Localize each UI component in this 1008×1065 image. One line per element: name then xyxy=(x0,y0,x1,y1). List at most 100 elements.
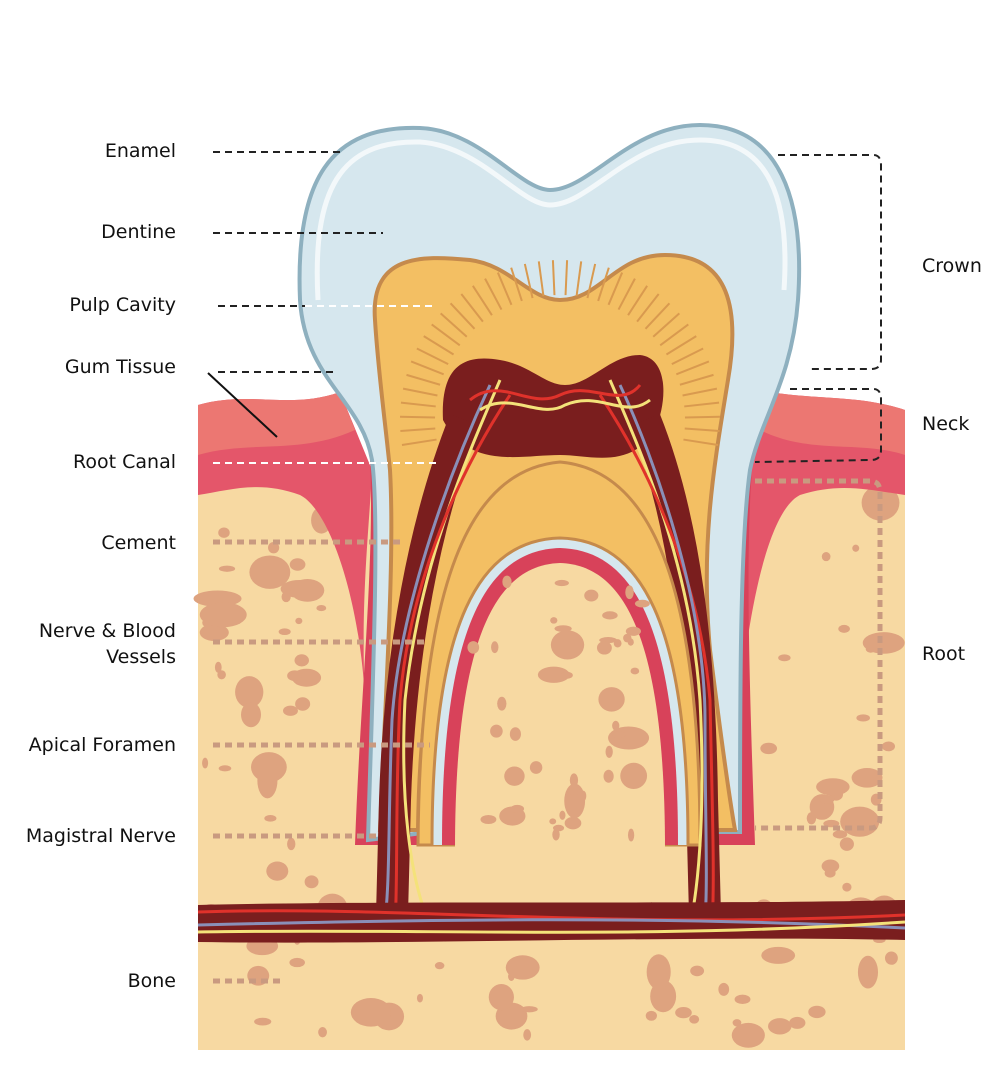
gum-right xyxy=(740,392,905,700)
striation xyxy=(617,278,636,311)
bone-spot xyxy=(760,742,778,755)
label-gum-tissue: Gum Tissue xyxy=(64,356,176,378)
striation xyxy=(551,260,556,296)
bone-spot xyxy=(856,714,870,722)
striation xyxy=(496,272,513,306)
nerve-and-vessels xyxy=(383,379,715,926)
gum-left-top xyxy=(198,392,355,455)
striation xyxy=(460,293,484,323)
bone-spot xyxy=(552,828,560,841)
label-nerve-blood-vessels: Nerve & Blood Vessels xyxy=(39,618,176,670)
bone-spot xyxy=(416,993,423,1003)
bone-spot xyxy=(550,630,585,660)
striation xyxy=(684,401,720,408)
bone-spot xyxy=(235,676,264,708)
bone-spot xyxy=(596,641,612,655)
bone-spot xyxy=(821,552,831,562)
bone-spot xyxy=(295,697,311,711)
bone-spot xyxy=(550,617,558,624)
bone-spot xyxy=(625,585,634,600)
bone-spot xyxy=(480,814,497,825)
bone-spot xyxy=(851,767,883,788)
striation xyxy=(401,438,437,447)
striation xyxy=(627,285,648,316)
bone-spot xyxy=(734,994,751,1005)
striation xyxy=(683,438,719,447)
striation xyxy=(402,387,438,397)
bone-spot xyxy=(241,702,262,728)
bone-spot xyxy=(808,1005,826,1019)
enamel-highlight xyxy=(314,137,788,301)
bone-spot xyxy=(768,1018,792,1035)
striation xyxy=(440,312,468,338)
bone-spot xyxy=(505,955,540,980)
bone-spot xyxy=(491,641,499,654)
striation xyxy=(423,335,455,356)
bone-spot xyxy=(823,819,840,828)
striation xyxy=(679,373,714,386)
bone-spot xyxy=(627,828,635,842)
bone-spot xyxy=(497,696,507,711)
label-magistral-nerve: Magistral Nerve xyxy=(25,825,176,847)
bone-spot xyxy=(819,794,835,804)
bone-spot xyxy=(278,628,291,636)
bone-spot xyxy=(249,555,291,589)
striation xyxy=(684,415,720,419)
bone-spot xyxy=(218,527,230,538)
bone-spot xyxy=(509,727,521,741)
label-root: Root xyxy=(922,643,966,665)
striation xyxy=(586,263,597,299)
striation xyxy=(406,373,441,386)
striation xyxy=(537,261,545,297)
bone-spot xyxy=(523,1029,532,1041)
bone-spot xyxy=(217,670,226,680)
striation xyxy=(659,323,689,347)
bone-spot xyxy=(490,724,503,738)
bone-spot xyxy=(598,687,625,712)
bone-spot xyxy=(731,1022,765,1048)
gum-tissue-pointer xyxy=(207,372,278,438)
bone-spot xyxy=(645,1010,657,1021)
bone-spot xyxy=(605,745,613,758)
label-crown: Crown xyxy=(922,255,982,277)
bone-spot xyxy=(350,997,392,1027)
bone-spot xyxy=(510,804,525,813)
label-dentine: Dentine xyxy=(101,221,176,243)
bone-spot xyxy=(857,955,879,989)
bone-spot xyxy=(289,957,305,968)
striation xyxy=(644,302,671,330)
label-nerve-line1: Nerve & Blood xyxy=(38,620,176,642)
bone-spot xyxy=(520,1006,538,1013)
bone-spot xyxy=(732,1019,742,1027)
striation xyxy=(684,427,720,432)
bone-spot xyxy=(881,741,896,752)
striation xyxy=(675,360,710,376)
bone-spot xyxy=(839,837,854,851)
bone-spot xyxy=(838,624,850,633)
bone-spot xyxy=(283,705,298,716)
striation xyxy=(449,302,476,330)
bone-spot xyxy=(852,544,860,552)
bone-spot xyxy=(266,861,289,881)
bone-spot xyxy=(502,575,512,589)
pulp-striations xyxy=(400,260,720,447)
bone-spot xyxy=(287,670,303,682)
bone-spot xyxy=(529,761,543,774)
bone-spot xyxy=(584,589,599,602)
striation xyxy=(652,312,680,338)
bone-spot xyxy=(603,769,614,783)
striation xyxy=(564,260,569,296)
striation xyxy=(416,347,449,366)
striation xyxy=(523,263,534,299)
bone-spot xyxy=(290,579,325,602)
striation xyxy=(665,335,697,356)
bone-spot xyxy=(294,654,309,667)
striation xyxy=(431,323,461,347)
bone-spot xyxy=(842,882,852,892)
bone-spot xyxy=(295,617,303,625)
bone-spot xyxy=(564,816,582,830)
bone-spot xyxy=(559,810,566,820)
bone-spot xyxy=(552,824,565,832)
bone-spot xyxy=(567,788,583,795)
bone-spot xyxy=(251,752,287,783)
